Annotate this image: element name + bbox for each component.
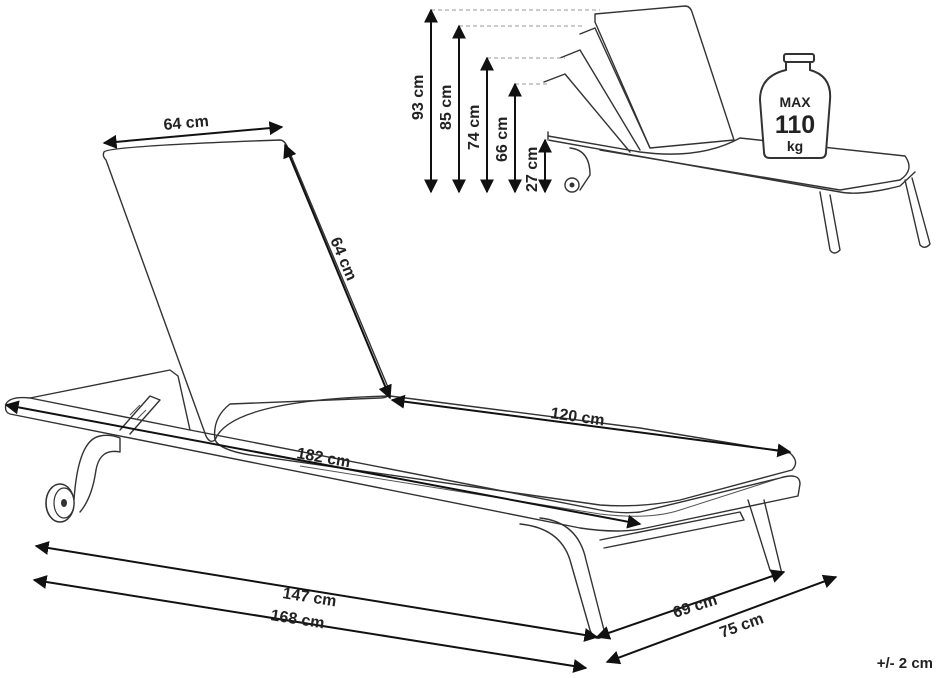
weight-value-label: 110 [775, 111, 815, 139]
height-label-93: 93 cm [410, 75, 427, 120]
backrest [102, 139, 391, 443]
overall-width-label: 75 cm [718, 610, 766, 641]
height-dimension-lines [424, 8, 552, 194]
inner-length-label: 147 cm [281, 585, 337, 610]
seat-length-label: 120 cm [549, 405, 605, 429]
height-label-74: 74 cm [466, 105, 483, 150]
weight-icon: MAX 110 kg [758, 53, 832, 159]
inner-width-label: 69 cm [671, 592, 719, 622]
side-view-lounger [543, 5, 931, 254]
tolerance-note: +/- 2 cm [876, 655, 933, 672]
height-label-27: 27 cm [524, 147, 541, 192]
height-label-85: 85 cm [438, 85, 455, 130]
wheel-icon [45, 483, 75, 523]
main-lounger [4, 139, 801, 640]
weight-unit-label: kg [787, 138, 803, 154]
overall-length-label: 168 cm [269, 607, 325, 632]
main-dimension-lines [4, 121, 838, 673]
rear-leg [747, 499, 783, 577]
height-label-66: 66 cm [494, 117, 511, 162]
total-pad-length-label: 182 cm [295, 445, 351, 471]
weight-max-label: MAX [779, 94, 811, 110]
frame-rail [4, 396, 801, 532]
back-width-label: 64 cm [163, 113, 210, 134]
front-leg [73, 434, 121, 513]
